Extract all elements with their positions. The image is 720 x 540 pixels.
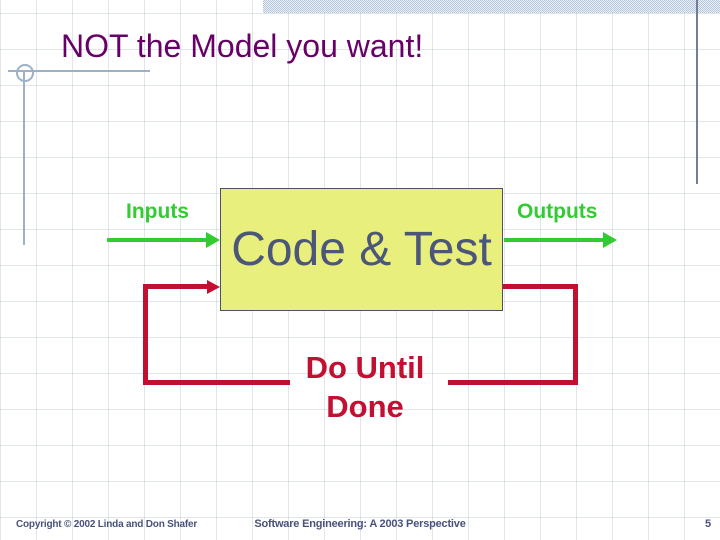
outputs-label: Outputs <box>517 200 598 223</box>
loop-entry-arrow-shaft <box>145 284 208 289</box>
loop-bottom-right-line <box>448 380 578 385</box>
ornament-horizontal-line <box>8 70 150 72</box>
loop-bottom-left-line <box>143 380 290 385</box>
footer-copyright: Copyright © 2002 Linda and Don Shafer <box>16 519 198 530</box>
loop-right-line <box>573 284 578 385</box>
footer-book-title: Software Engineering: A 2003 Perspective <box>254 518 466 530</box>
process-box: Code & Test <box>220 188 503 311</box>
loop-entry-arrow-head-icon <box>207 280 220 294</box>
top-accent-bar <box>263 0 720 13</box>
output-arrow-head-icon <box>603 232 617 248</box>
circle-ornament-icon <box>16 64 34 82</box>
loop-left-line <box>143 284 148 385</box>
slide-title: NOT the Model you want! <box>61 28 424 64</box>
loop-label: Do Until Done <box>280 348 450 426</box>
loop-top-right-line <box>503 284 578 289</box>
loop-label-line1: Do Until <box>305 350 425 385</box>
output-arrow-shaft <box>504 238 604 242</box>
loop-label-line2: Done <box>326 389 404 424</box>
ornament-vertical-line <box>23 72 25 245</box>
inputs-label: Inputs <box>126 200 189 223</box>
right-accent-line <box>696 0 698 184</box>
input-arrow-shaft <box>107 238 207 242</box>
input-arrow-head-icon <box>206 232 220 248</box>
page-number: 5 <box>704 518 712 530</box>
